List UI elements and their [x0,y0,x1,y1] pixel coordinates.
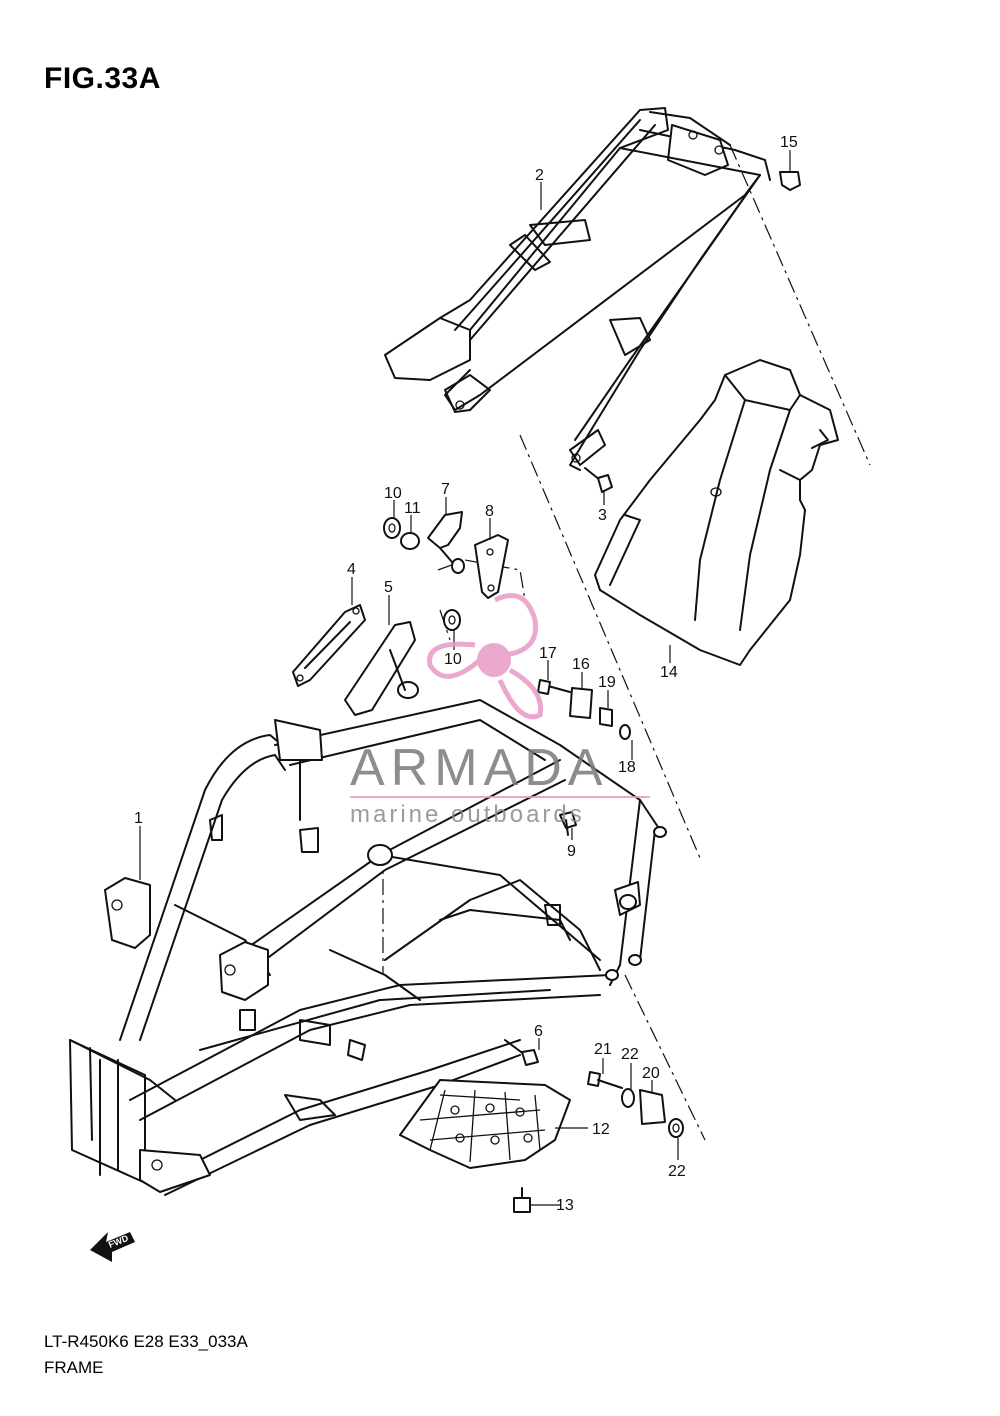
callout-21: 21 [594,1041,612,1058]
figure-model-code: LT-R450K6 E28 E33_033A [44,1332,248,1351]
rear-mudguard [594,359,839,666]
callout-5: 5 [384,579,393,596]
callout-8: 8 [485,503,494,520]
callout-10-lower: 10 [444,651,462,668]
callout-17: 17 [539,645,557,662]
callout-18: 18 [618,759,636,776]
callout-22-lower: 22 [668,1163,686,1180]
figure-name: FRAME [44,1358,104,1377]
watermark-tagline: marine outboards [350,801,585,828]
callout-19: 19 [598,674,616,691]
figure-title: FIG.33A [44,62,161,95]
callout-9: 9 [567,843,576,860]
callout-22-upper: 22 [621,1046,639,1063]
callout-2: 2 [535,167,544,184]
callout-14: 14 [660,664,678,681]
callout-16: 16 [572,656,590,673]
callout-6: 6 [534,1023,543,1040]
callout-11: 11 [404,500,421,517]
callout-3: 3 [598,507,607,524]
callout-20: 20 [642,1065,660,1082]
rear-subframe [384,107,771,471]
main-frame [69,699,667,1196]
fasteners [292,171,801,1213]
callout-10-upper: 10 [384,485,402,502]
fwd-arrow-icon: FWD [90,1232,135,1262]
callout-15: 15 [780,134,798,151]
callout-13: 13 [556,1197,574,1214]
callout-4: 4 [347,561,356,578]
footrest [399,1079,571,1169]
callout-leaders [139,150,791,1206]
callout-labels: 1 2 3 4 5 6 7 8 9 10 10 11 12 13 14 15 1… [134,134,798,1214]
callout-7: 7 [441,481,450,498]
watermark-brand: ARMADA [350,739,608,797]
callout-1: 1 [134,810,143,827]
callout-12: 12 [592,1121,610,1138]
armada-watermark: ARMADA marine outboards [350,593,650,828]
propeller-logo-icon [427,593,544,720]
